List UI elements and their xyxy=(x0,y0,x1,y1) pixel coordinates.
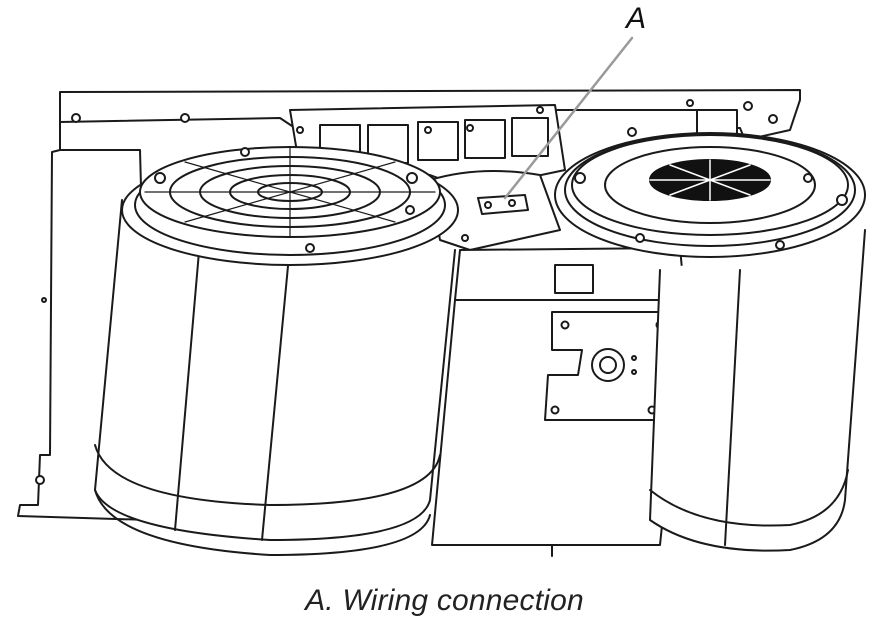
mounting-hole xyxy=(743,101,753,111)
mounting-hole xyxy=(627,127,637,137)
figure-caption: A. Wiring connection xyxy=(305,584,584,617)
housing-label-plate xyxy=(554,264,594,294)
center-housing xyxy=(431,247,686,557)
mounting-hole xyxy=(768,114,778,124)
right-blower xyxy=(554,132,866,552)
left-blower xyxy=(94,146,459,556)
mounting-hole xyxy=(180,113,190,123)
mounting-hole xyxy=(71,113,81,123)
mounting-hole xyxy=(35,475,45,485)
callout-label-a: A xyxy=(626,2,647,35)
mounting-hole xyxy=(686,99,694,107)
callout-leader-line xyxy=(503,36,634,200)
mounting-hole xyxy=(41,297,47,303)
wiring-connection-box xyxy=(477,194,529,215)
